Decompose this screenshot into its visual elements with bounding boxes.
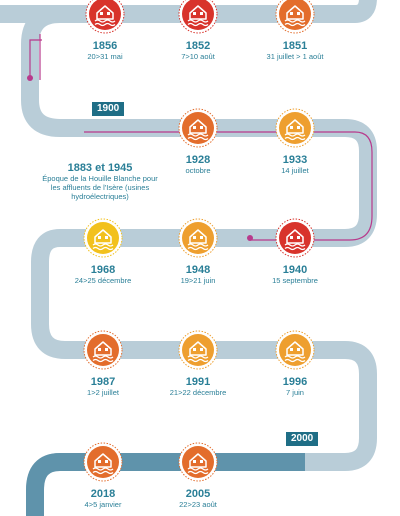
event-date: 15 septembre bbox=[272, 276, 318, 285]
event-date: octobre bbox=[185, 166, 211, 175]
event-year: 1948 bbox=[185, 264, 211, 276]
event-date: 7 juin bbox=[286, 388, 304, 397]
flooded-house-icon bbox=[178, 218, 218, 258]
period-description: Époque de la Houille Blanche pour les af… bbox=[42, 174, 158, 201]
event-marker bbox=[178, 0, 218, 34]
flooded-house-icon bbox=[178, 0, 218, 34]
period-title: 1883 et 1945 bbox=[67, 162, 133, 174]
event-year: 1856 bbox=[92, 40, 118, 52]
event-date: 31 juillet > 1 août bbox=[266, 52, 324, 61]
event-marker bbox=[178, 218, 218, 258]
event-year: 1851 bbox=[282, 40, 308, 52]
event-date: 14 juillet bbox=[281, 166, 309, 175]
event-date: 19>21 juin bbox=[180, 276, 216, 285]
event-year: 1928 bbox=[185, 154, 211, 166]
road-row-1 bbox=[0, 0, 377, 516]
period-line-top bbox=[29, 39, 42, 78]
period-end-dot bbox=[247, 235, 253, 241]
event-marker bbox=[275, 0, 315, 34]
flooded-house-icon bbox=[275, 330, 315, 370]
event-year: 1852 bbox=[185, 40, 211, 52]
event-year: 2018 bbox=[90, 488, 116, 500]
marker-2000: 2000 bbox=[286, 432, 319, 446]
event-year: 2005 bbox=[185, 488, 211, 500]
event-marker bbox=[83, 442, 123, 482]
marker-1900: 1900 bbox=[92, 102, 125, 116]
event-marker bbox=[275, 330, 315, 370]
event-date: 7>10 août bbox=[181, 52, 215, 61]
flooded-house-icon bbox=[178, 442, 218, 482]
event-year: 1940 bbox=[282, 264, 308, 276]
event-marker bbox=[178, 442, 218, 482]
flooded-house-icon bbox=[83, 442, 123, 482]
flooded-house-icon bbox=[178, 330, 218, 370]
period-annotation: 1883 et 1945 Époque de la Houille Blanch… bbox=[40, 162, 160, 201]
event-marker bbox=[178, 330, 218, 370]
flooded-house-icon bbox=[85, 0, 125, 34]
event-marker bbox=[83, 218, 123, 258]
event-year: 1987 bbox=[90, 376, 116, 388]
flooded-house-icon bbox=[275, 108, 315, 148]
event-marker bbox=[85, 0, 125, 34]
flooded-house-icon bbox=[275, 218, 315, 258]
event-date: 24>25 décembre bbox=[74, 276, 132, 285]
flooded-house-icon bbox=[83, 330, 123, 370]
event-date: 4>5 janvier bbox=[84, 500, 122, 509]
flooded-house-icon bbox=[275, 0, 315, 34]
period-line bbox=[39, 34, 373, 241]
event-marker bbox=[275, 108, 315, 148]
road-recent-segment bbox=[26, 453, 305, 516]
event-date: 21>22 décembre bbox=[169, 388, 227, 397]
event-marker bbox=[275, 218, 315, 258]
event-marker bbox=[83, 330, 123, 370]
event-year: 1968 bbox=[90, 264, 116, 276]
event-year: 1991 bbox=[185, 376, 211, 388]
event-date: 22>23 août bbox=[179, 500, 217, 509]
event-marker bbox=[178, 108, 218, 148]
event-year: 1996 bbox=[282, 376, 308, 388]
event-date: 20>31 mai bbox=[87, 52, 123, 61]
event-date: 1>2 juillet bbox=[87, 388, 119, 397]
event-year: 1933 bbox=[282, 154, 308, 166]
flooded-house-icon bbox=[178, 108, 218, 148]
flooded-house-icon bbox=[83, 218, 123, 258]
